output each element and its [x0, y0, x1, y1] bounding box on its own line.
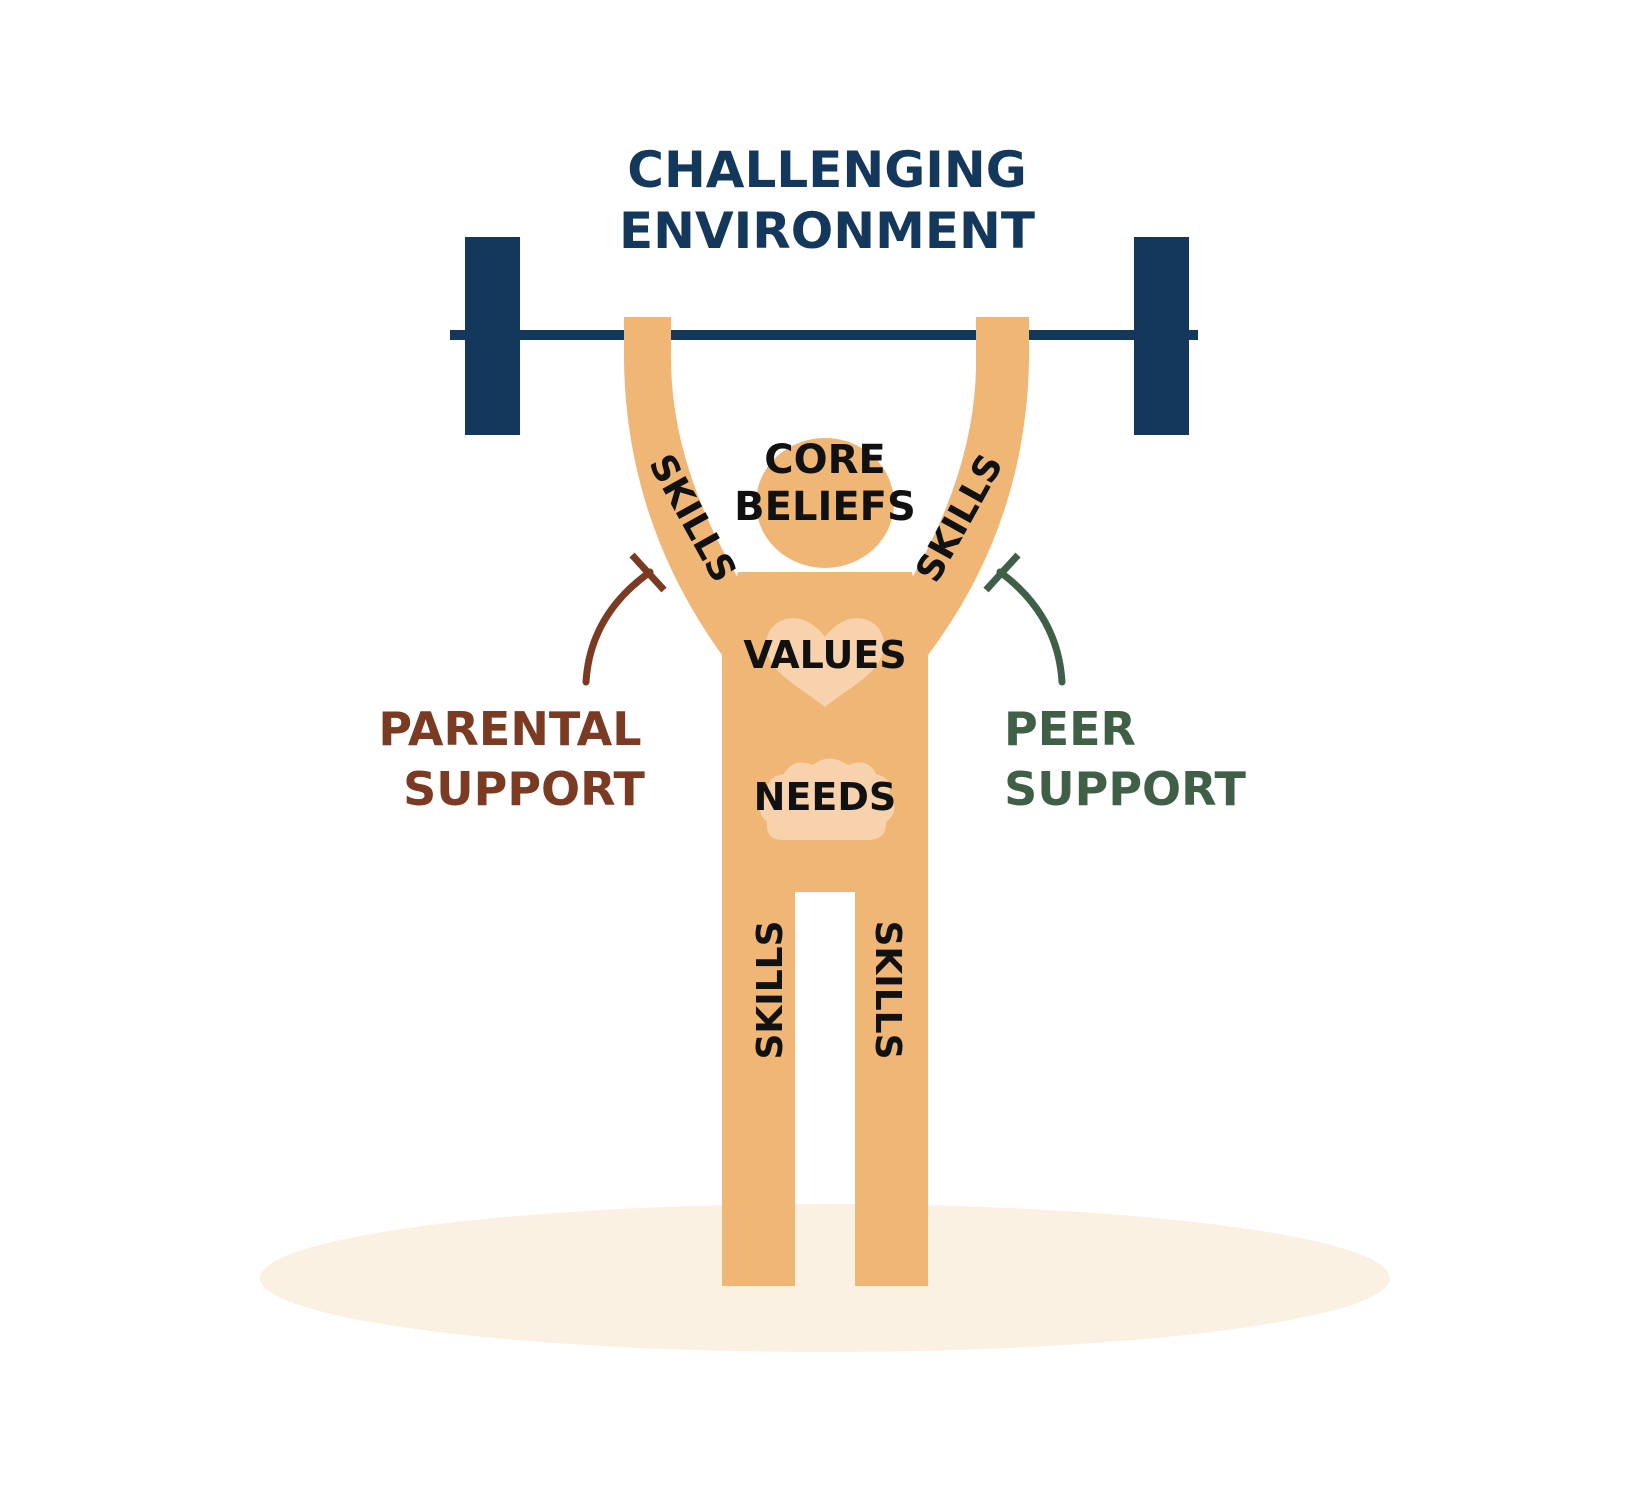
left-weight: [465, 237, 520, 435]
right-arm: [912, 317, 1029, 655]
barbell: [450, 237, 1198, 435]
torso-and-legs: [722, 572, 928, 1286]
peer-support-arrow: [996, 568, 1066, 686]
left-arm: [624, 317, 738, 655]
right-leg-skills-label: SKILLS: [867, 920, 908, 1059]
title-line-1: CHALLENGING: [627, 141, 1027, 199]
values-label: VALUES: [743, 633, 906, 677]
head: [756, 438, 894, 568]
needs-label: NEEDS: [754, 775, 897, 819]
parental-support-arrow: [582, 568, 654, 686]
person-figure: [624, 317, 1029, 1286]
peer-support-line-2: SUPPORT: [1004, 762, 1246, 816]
title-line-2: ENVIRONMENT: [619, 202, 1035, 260]
cloud-icon: [759, 758, 895, 840]
peer-support-line-1: PEER: [1004, 702, 1136, 756]
head-label-line-2: BELIEFS: [734, 484, 916, 530]
parental-support-arrowhead: [629, 552, 667, 593]
barbell-bar: [450, 330, 1198, 340]
right-weight: [1134, 237, 1189, 435]
peer-support-arrowhead: [983, 552, 1021, 593]
head-label-line-1: CORE: [764, 437, 885, 483]
heart-icon: [766, 618, 884, 707]
parental-support-line-2: SUPPORT: [403, 762, 645, 816]
ground-shadow: [260, 1204, 1390, 1352]
parental-support-line-1: PARENTAL: [378, 702, 641, 756]
left-leg-skills-label: SKILLS: [750, 920, 791, 1059]
